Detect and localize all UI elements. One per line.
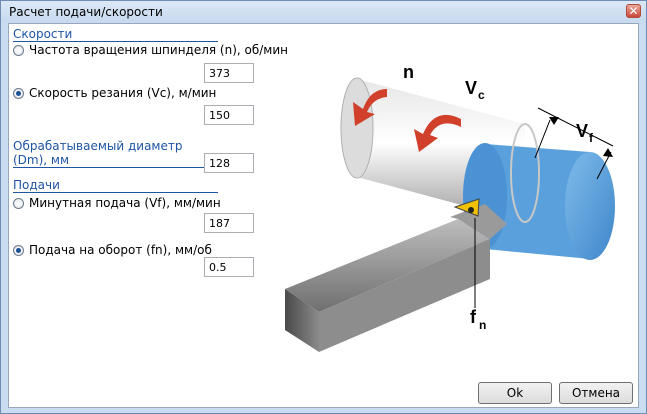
diameter-input[interactable]: 128	[204, 153, 254, 173]
title-bar[interactable]: Расчет подачи/скорости ✕	[1, 1, 646, 23]
turning-illustration: n V c V f f n	[285, 62, 615, 352]
feed-per-rev-option[interactable]: Подача на оборот (fn), мм/об	[13, 243, 212, 257]
dialog-body: Скорости Частота вращения шпинделя (n), …	[8, 23, 639, 408]
minute-feed-label: Минутная подача (Vf), мм/мин	[29, 196, 221, 210]
vf-subscript: f	[589, 131, 594, 145]
diameter-header: Обрабатываемый диаметр (Dm), мм	[13, 139, 218, 168]
cutting-speed-option[interactable]: Скорость резания (Vc), м/мин	[13, 86, 216, 100]
cutting-speed-label: Скорость резания (Vc), м/мин	[29, 86, 217, 100]
feed-per-rev-label: Подача на оборот (fn), мм/об	[29, 243, 212, 257]
fn-subscript: n	[479, 318, 486, 332]
spindle-speed-label: Частота вращения шпинделя (n), об/мин	[29, 43, 289, 57]
spindle-speed-radio[interactable]	[13, 44, 24, 56]
vc-subscript: c	[478, 88, 485, 102]
minute-feed-input[interactable]: 187	[204, 213, 254, 233]
vc-label: V	[465, 78, 477, 98]
window-title: Расчет подачи/скорости	[9, 5, 163, 19]
close-icon: ✕	[628, 4, 639, 18]
close-button[interactable]: ✕	[626, 4, 641, 18]
cutting-speed-input[interactable]: 150	[204, 105, 254, 125]
spindle-speed-input[interactable]: 373	[204, 63, 254, 83]
minute-feed-radio[interactable]	[13, 197, 24, 209]
minute-feed-option[interactable]: Минутная подача (Vf), мм/мин	[13, 196, 221, 210]
n-label: n	[403, 62, 414, 82]
feeds-header: Подачи	[13, 178, 218, 193]
speeds-header: Скорости	[13, 27, 218, 42]
cutting-speed-radio[interactable]	[13, 87, 24, 99]
vf-label: V	[576, 121, 588, 141]
feed-per-rev-input[interactable]: 0.5	[204, 257, 254, 277]
feed-per-rev-radio[interactable]	[13, 244, 24, 256]
cancel-button[interactable]: Отмена	[559, 382, 633, 404]
spindle-speed-option[interactable]: Частота вращения шпинделя (n), об/мин	[13, 43, 288, 57]
ok-button[interactable]: Ok	[478, 382, 552, 404]
fn-label: f	[470, 307, 477, 327]
